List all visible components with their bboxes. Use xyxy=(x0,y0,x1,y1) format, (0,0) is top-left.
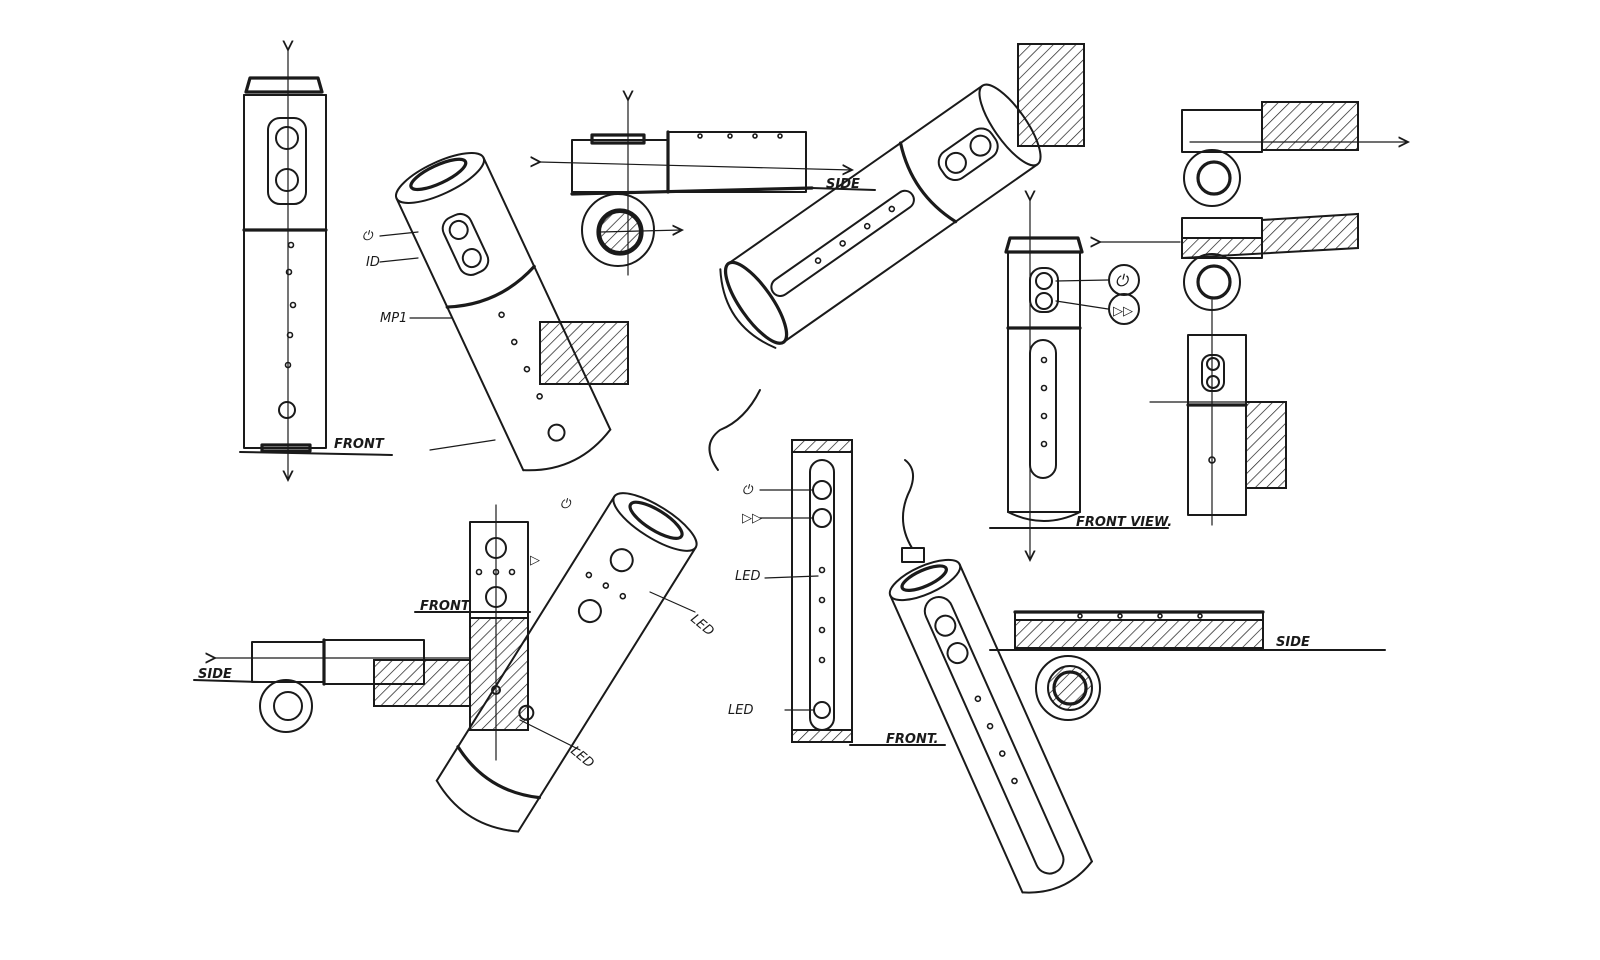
perspective-body-diagonal xyxy=(719,83,1042,349)
front-side-views-bottom-left: FRONT SIDE xyxy=(193,504,531,761)
label-front-2: FRONT xyxy=(420,599,471,614)
label-led-1: LED xyxy=(687,612,716,640)
label-front-1: FRONT xyxy=(334,437,385,452)
play-pause-icon xyxy=(1108,293,1140,325)
label-mp1: MP1 xyxy=(380,311,407,326)
svg-text:▷▷: ▷▷ xyxy=(742,511,762,526)
perspective-body-bottom-left xyxy=(435,492,698,833)
label-led-2: LED xyxy=(567,744,596,772)
label-led-3: LED xyxy=(735,569,760,584)
front-view-right: ⏻ ▷▷ FRONT VIEW. xyxy=(989,200,1181,560)
label-id: ID xyxy=(366,255,380,270)
play-pause-button-sketch xyxy=(275,168,299,192)
perspective-body-left xyxy=(394,152,612,472)
side-view-top-center: SIDE xyxy=(540,100,876,276)
label-led-4: LED xyxy=(728,703,753,718)
front-view-upright-left: FRONT xyxy=(239,50,393,480)
side-views-top-right xyxy=(1149,101,1408,526)
front-view-bottom-center: ⏻ ▷▷ LED LED FRONT. xyxy=(728,439,946,747)
svg-text:⏻: ⏻ xyxy=(742,483,754,498)
svg-text:⏻: ⏻ xyxy=(1115,271,1130,290)
svg-text:▷▷: ▷▷ xyxy=(1113,304,1133,319)
label-side-2: SIDE xyxy=(198,667,232,682)
label-side-3: SIDE xyxy=(1276,635,1310,650)
svg-text:⏻: ⏻ xyxy=(560,497,572,512)
perspective-body-bottom-right xyxy=(888,558,1093,894)
label-front-view: FRONT VIEW. xyxy=(1076,515,1172,530)
power-button-sketch xyxy=(275,126,299,150)
side-view-bottom-right: SIDE xyxy=(989,610,1386,721)
svg-text:▷: ▷ xyxy=(530,553,540,568)
power-icon-label: ⏻ xyxy=(362,229,374,244)
label-front-3: FRONT. xyxy=(886,732,938,747)
